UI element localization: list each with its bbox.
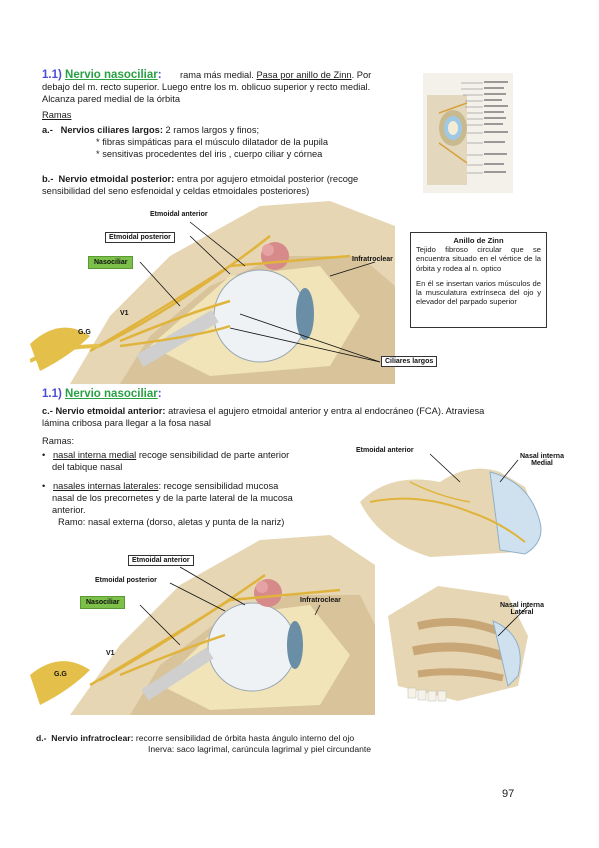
fig3-label-nasal-interna-medial: Nasal interna Medial [520,453,564,467]
branch-b-label: b.- [42,174,54,184]
fig1-label-etmoidal-posterior: Etmoidal posterior [105,232,175,243]
branch-d-text1: recorre sensibilidad de órbita hasta áng… [135,733,355,743]
bullet-dot: • [42,450,46,460]
section2-colon: : [157,388,162,400]
fig2-label-etmoidal-posterior: Etmoidal posterior [95,577,157,584]
section2-ramas: Ramas: [42,436,75,446]
section2-number: 1.1) [42,388,62,400]
fig2-label-gg: G.G [54,671,67,678]
fig1-label-v1: V1 [120,310,129,317]
section1-title: Nervio nasociliar [65,69,158,81]
section2-title: Nervio nasociliar [65,388,158,400]
section1-line3: Alcanza pared medial de la órbita [42,94,180,104]
fig3-nasal-interna-line1: Nasal interna [520,453,564,460]
ramo2-text: : recoge sensibilidad mucosa [158,481,279,491]
orbit-illustration-2: Etmoidal anterior Etmoidal posterior Nas… [30,535,375,715]
section1-ramas: Ramas [42,110,72,120]
fig1-label-ciliares-largos: Ciliares largos [381,356,438,367]
section1-line1-c: . Por [351,70,372,80]
branch-d-text2: Inerva: saco lagrimal, carúncula lagrima… [148,744,372,754]
fig4-nasal-interna-line2: Lateral [510,609,534,616]
branch-a-bullet2: * sensitivas procedentes del iris , cuer… [96,149,323,159]
fig2-label-infratroclear: Infratroclear [300,597,341,604]
lateral-nasal-wall-illustration: Nasal interna Lateral [378,576,578,706]
branch-b: b.- Nervio etmoidal posterior: entra por… [42,174,414,186]
ramo1-text2: del tabique nasal [52,462,123,472]
branch-c-text1: atraviesa el agujero etmoidal anterior y… [168,406,485,416]
fig1-label-gg: G.G [78,329,91,336]
fig3-nasal-interna-line2: Medial [531,460,553,467]
section1-number: 1.1) [42,69,62,81]
branch-c: c.- Nervio etmoidal anterior: atraviesa … [42,406,562,418]
branch-a: a.- Nervios ciliares largos: 2 ramos lar… [42,125,259,137]
section1-heading: 1.1) Nervio nasociliar: [42,69,162,81]
branch-c-text2: lámina cribosa para llegar a la fosa nas… [42,418,211,428]
nasal-septum-illustration: Etmoidal anterior Nasal interna Medial [350,442,580,562]
section1-line1-b: Pasa por anillo de Zinn [256,70,352,80]
bullet-dot: • [42,481,46,491]
annulus-zinn-p1: Tejido fibroso circular que se encuentra… [416,245,541,273]
fig4-label-nasal-interna-lateral: Nasal interna Lateral [500,602,544,616]
fig1-label-etmoidal-anterior: Etmoidal anterior [150,211,208,218]
branch-a-text: 2 ramos largos y finos; [165,125,260,135]
fig2-label-nasociliar: Nasociliar [80,596,126,609]
fig4-nasal-interna-line1: Nasal interna [500,602,544,609]
ramo-nasales-internas-laterales: • nasales internas laterales: recoge sen… [42,481,342,493]
fig3-label-etmoidal-anterior: Etmoidal anterior [356,447,414,454]
section1-colon: : [157,69,162,81]
section1-line1: rama más medial. Pasa por anillo de Zinn… [180,70,410,82]
branch-d: d.- Nervio infratroclear: recorre sensib… [36,733,354,743]
fig1-label-infratroclear: Infratroclear [352,256,393,263]
ramo1-text: recoge sensibilidad de parte anterior [138,450,290,460]
branch-b-text2: sensibilidad del seno esfenoidal y celda… [42,186,310,196]
ramo-nasal-externa: Ramo: nasal externa (dorso, aletas y pun… [58,517,285,527]
branch-d-title: Nervio infratroclear: [51,733,134,743]
branch-b-text1: entra por agujero etmoidal posterior (re… [176,174,359,184]
annulus-zinn-box: Anillo de Zinn Tejido fibroso circular q… [410,232,547,328]
branch-b-title: Nervio etmoidal posterior: [58,174,175,184]
branch-a-title: Nervios ciliares largos: [60,125,163,135]
branch-d-label: d.- [36,733,47,743]
fig1-label-nasociliar: Nasociliar [88,256,134,269]
ramo2-text2: nasal de los precornetes y de la parte l… [52,493,293,503]
ramo2-text3: anterior. [52,505,86,515]
branch-c-label: c.- [42,406,53,416]
page-number: 97 [502,788,515,800]
ramo2-underlined: nasales internas laterales [53,481,159,491]
ramo1-underlined: nasal interna medial [53,450,137,460]
ramo-nasal-interna-medial: • nasal interna medial recoge sensibilid… [42,450,342,462]
branch-a-label: a.- [42,125,53,135]
fig2-label-etmoidal-anterior: Etmoidal anterior [128,555,194,566]
fig2-label-v1: V1 [106,650,115,657]
section2-heading: 1.1) Nervio nasociliar: [42,388,162,400]
section1-line1-a: rama más medial. [180,70,254,80]
annulus-zinn-thumbnail [423,73,513,193]
annulus-zinn-title: Anillo de Zinn [453,236,504,245]
orbit-illustration-1: Etmoidal anterior Etmoidal posterior Nas… [30,196,395,384]
section1-line2: debajo del m. recto superior. Luego entr… [42,82,371,92]
branch-a-bullet1: * fibras simpáticas para el músculo dila… [96,137,329,147]
branch-c-title: Nervio etmoidal anterior: [55,406,166,416]
annulus-zinn-p2: En él se insertan varios músculos de la … [416,278,541,307]
